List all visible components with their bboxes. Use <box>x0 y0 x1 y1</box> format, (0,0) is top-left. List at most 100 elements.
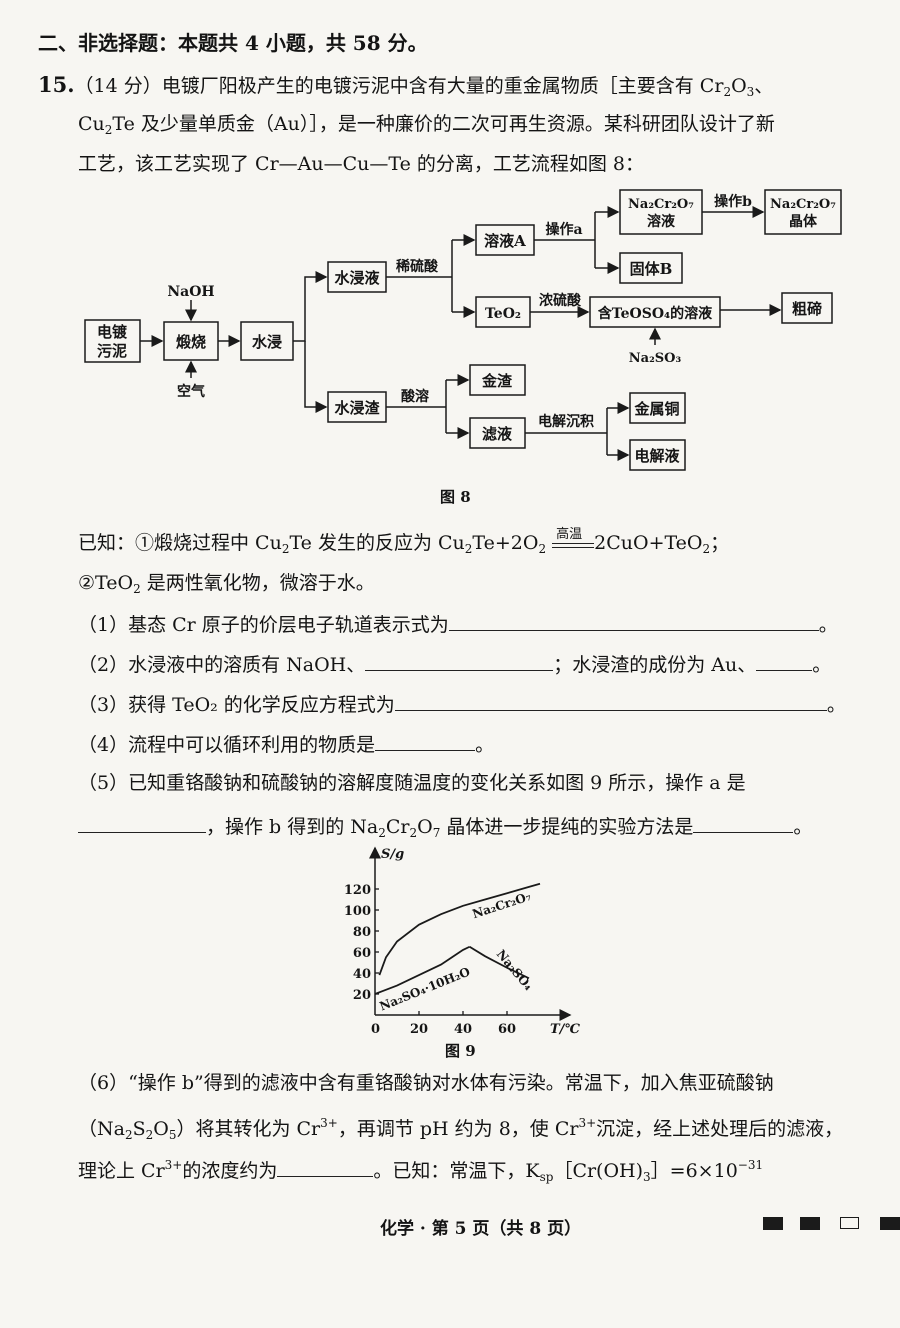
known-1c: Te+2O <box>472 532 539 554</box>
known-1d: 2CuO+TeO <box>594 532 703 554</box>
q6-text-b3: O <box>153 1118 169 1140</box>
subquestion-5a: （5）已知重铬酸钠和硫酸钠的溶解度随温度的变化关系如图 9 所示，操作 a 是 <box>78 772 746 794</box>
box-electrolyte: 电解液 <box>634 447 680 465</box>
box-leachate: 水浸液 <box>334 269 380 287</box>
question-intro-line-2: Cu2Te 及少量单质金（Au）］，是一种廉价的二次可再生资源。某科研团队设计了… <box>78 113 775 137</box>
intro-text-2a: Cu <box>78 113 105 135</box>
series-label-2: Na₂SO₄ <box>494 947 536 993</box>
q6-text-c2: 的浓度约为 <box>182 1160 278 1182</box>
page-mark-filled-1 <box>763 1217 783 1230</box>
figure-8-caption: 图 8 <box>440 488 471 506</box>
question-intro-line-3: 工艺，该工艺实现了 Cr—Au—Cu—Te 的分离，工艺流程如图 8： <box>78 153 645 175</box>
q6-text-b2: S <box>132 1118 146 1140</box>
box-solid-b: 固体B <box>630 260 673 278</box>
label-electrolysis: 电解沉积 <box>538 413 594 430</box>
q5-text-b1: ，操作 b 得到的 Na <box>206 816 379 838</box>
origin-label: 0 <box>371 1022 380 1035</box>
box-crude-te: 粗碲 <box>792 300 822 318</box>
label-acid-dissolve: 酸溶 <box>401 388 429 405</box>
box-roast: 煅烧 <box>176 333 206 351</box>
known-1: 已知：①煅烧过程中 Cu2Te 发生的反应为 Cu2Te+2O2 高温 2CuO… <box>78 527 730 562</box>
q5-text-b3: O <box>417 816 433 838</box>
q2-answer-blank-2[interactable] <box>756 650 813 671</box>
label-dilute-acid: 稀硫酸 <box>396 258 439 275</box>
known-2: ②TeO2 是两性氧化物，微溶于水。 <box>78 572 375 596</box>
q6-text-c1: 理论上 Cr <box>78 1160 165 1182</box>
subquestion-5b: ，操作 b 得到的 Na2Cr2O7 晶体进一步提纯的实验方法是。 <box>78 812 812 846</box>
box-na2cr2o7-crystal-1: Na₂Cr₂O₇ <box>770 197 836 212</box>
known-1e: ； <box>710 532 730 554</box>
page-mark-hollow <box>840 1217 859 1229</box>
y-tick-label: 40 <box>353 967 371 982</box>
q6-text-c4: ［Cr(OH) <box>553 1160 644 1182</box>
subquestion-6a: （6）“操作 b”得到的滤液中含有重铬酸钠对水体有污染。常温下，加入焦亚硫酸钠 <box>78 1072 774 1094</box>
q6-text-b5: ，再调节 pH 约为 8，使 Cr <box>337 1118 579 1140</box>
q6-answer-blank[interactable] <box>277 1156 374 1177</box>
q6-text-c5: ］=6×10 <box>650 1160 738 1182</box>
box-teoso4-solution: 含TeOSO₄的溶液 <box>598 305 713 322</box>
subquestion-4: （4）流程中可以循环利用的物质是 。 <box>78 730 494 758</box>
q5-answer-blank-2[interactable] <box>693 812 794 833</box>
box-gold-residue: 金渣 <box>481 372 513 390</box>
label-na2so3: Na₂SO₃ <box>629 351 682 366</box>
box-na2cr2o7-solution-1: Na₂Cr₂O₇ <box>628 197 694 212</box>
box-na2cr2o7-solution-2: 溶液 <box>647 213 676 230</box>
q4-period: 。 <box>475 734 495 756</box>
intro-text-1b: O <box>731 75 747 97</box>
intro-text-2b: Te 及少量单质金（Au）］，是一种廉价的二次可再生资源。某科研团队设计了新 <box>112 113 775 135</box>
subquestion-3: （3）获得 TeO₂ 的化学反应方程式为。 <box>78 690 846 718</box>
page-footer: 化学 · 第 5 页（共 8 页） <box>380 1219 582 1239</box>
x-tick-label: 60 <box>498 1022 516 1035</box>
known-2b: 是两性氧化物，微溶于水。 <box>140 572 375 594</box>
label-air: 空气 <box>177 383 205 400</box>
y-tick-label: 80 <box>353 925 371 940</box>
section-heading: 二、非选择题：本题共 4 小题，共 58 分。 <box>38 31 428 55</box>
q6-text-b6: 沉淀，经上述处理后的滤液， <box>596 1118 844 1140</box>
box-water-leach: 水浸 <box>252 333 282 351</box>
q4-answer-blank[interactable] <box>375 730 476 751</box>
page-mark-filled-3 <box>880 1217 900 1230</box>
y-tick-label: 60 <box>353 946 371 961</box>
y-axis-label: S/g <box>381 847 404 862</box>
series-line-2 <box>469 945 530 980</box>
y-tick-label: 20 <box>353 988 371 1003</box>
q2-text-a: （2）水浸液中的溶质有 NaOH、 <box>78 654 366 676</box>
box-solution-a: 溶液A <box>484 232 526 250</box>
q1-text: （1）基态 Cr 原子的价层电子轨道表示式为 <box>78 614 449 636</box>
label-operation-a: 操作a <box>545 221 582 238</box>
y-tick-label: 100 <box>344 904 371 919</box>
x-tick-label: 20 <box>410 1022 428 1035</box>
subquestion-2: （2）水浸液中的溶质有 NaOH、；水浸渣的成份为 Au、。 <box>78 650 831 678</box>
known-1a: 已知：①煅烧过程中 Cu <box>78 532 282 554</box>
intro-text-1c: 、 <box>754 75 774 97</box>
q6-text-b4: ）将其转化为 Cr <box>176 1118 321 1140</box>
question-intro-line-1: 15.（14 分）电镀厂阳极产生的电镀污泥中含有大量的重金属物质［主要含有 Cr… <box>38 72 774 99</box>
box-residue: 水浸渣 <box>334 399 380 417</box>
q1-period: 。 <box>818 614 838 636</box>
reaction-arrow: 高温 <box>552 527 595 554</box>
label-naoh: NaOH <box>167 284 214 300</box>
q1-answer-blank[interactable] <box>448 610 819 631</box>
q6-text-c3: 。已知：常温下，K <box>373 1160 540 1182</box>
x-tick-label: 40 <box>454 1022 472 1035</box>
box-copper: 金属铜 <box>633 400 679 418</box>
q2-period: 。 <box>812 654 832 676</box>
box-filtrate: 滤液 <box>482 425 513 443</box>
q5-answer-blank-1[interactable] <box>78 812 206 833</box>
question-number: 15. <box>38 72 75 97</box>
series-line-0 <box>378 882 541 976</box>
page-mark-filled-2 <box>800 1217 820 1230</box>
figure-9-caption: 图 9 <box>445 1042 476 1060</box>
q4-text: （4）流程中可以循环利用的物质是 <box>78 734 376 756</box>
box-sludge-2: 污泥 <box>97 342 127 360</box>
q2-answer-blank-1[interactable] <box>365 650 554 671</box>
box-na2cr2o7-crystal-2: 晶体 <box>789 213 818 230</box>
q5-text-b4: 晶体进一步提纯的实验方法是 <box>440 816 694 838</box>
reaction-condition: 高温 <box>556 527 583 542</box>
subquestion-6c: 理论上 Cr3+的浓度约为。已知：常温下，Ksp［Cr(OH)3］=6×10−3… <box>78 1156 764 1184</box>
series-line-1 <box>374 945 470 995</box>
q3-answer-blank[interactable] <box>394 690 827 711</box>
known-1b: Te 发生的反应为 Cu <box>289 532 465 554</box>
q5-text-b2: Cr <box>385 816 410 838</box>
